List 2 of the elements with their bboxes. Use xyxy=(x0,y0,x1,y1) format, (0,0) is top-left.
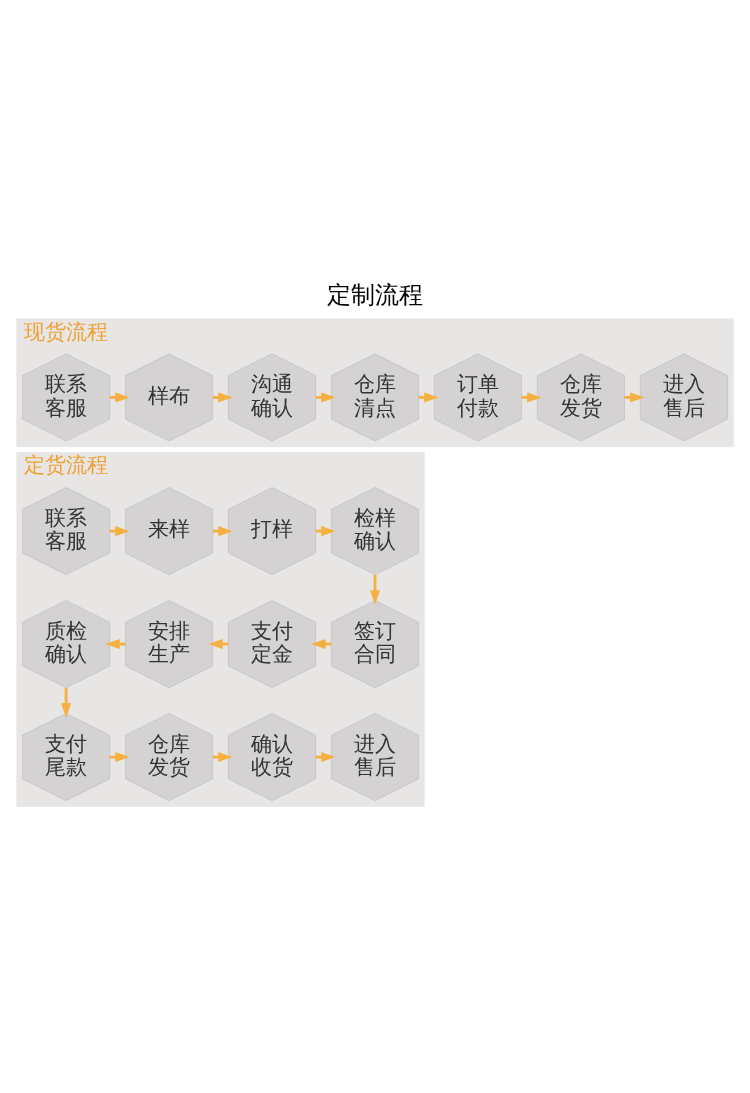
diagram-title: 定制流程 xyxy=(327,280,423,310)
arrow xyxy=(61,687,72,718)
